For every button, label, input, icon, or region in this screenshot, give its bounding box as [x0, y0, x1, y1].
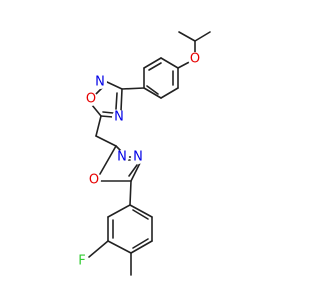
ether-oxygen: O [188, 52, 202, 67]
bond-layer [88, 31, 211, 276]
lower-oxadiazole-oxygen: O [87, 173, 101, 188]
phenyl-double-bond [146, 85, 159, 95]
lower-oxadiazole-nitrogen-4: N [131, 150, 145, 165]
lower-oxadiazole-bond [115, 145, 122, 152]
phenyl-double-bond [132, 238, 149, 249]
phenyl-bond [130, 240, 153, 254]
molecule-diagram: O N O N N N O F [75, 31, 211, 276]
oxadiazole-oxygen-label: O [86, 92, 96, 107]
ether-oxygen-label: O [190, 52, 200, 67]
oxadiazole-double-bond [102, 111, 114, 114]
oxadiazole-bond [100, 115, 114, 118]
fluorine: F [75, 254, 89, 269]
oxadiazole-nitrogen-4: N [112, 110, 126, 125]
oxadiazole-nitrogen-2-label: N [95, 75, 105, 90]
oxadiazole-bond [120, 88, 123, 112]
lower-oxadiazole-oxygen-label: O [89, 173, 99, 188]
lower-oxadiazole-bond [99, 145, 117, 175]
isopropyl-bond [194, 31, 211, 42]
methylene-bond [95, 115, 102, 137]
lower-oxadiazole-nitrogen-3: N [115, 150, 129, 165]
phenyl-bond [107, 240, 132, 254]
phenyl-bond [107, 204, 131, 218]
atom-label-layer: O N O N N N O F [75, 52, 202, 269]
lower-oxadiazole-nitrogen-3-label: N [117, 150, 127, 165]
lower-oxadiazole-bond [130, 162, 141, 182]
phenyl-oxadiazole-bond [121, 87, 145, 90]
oxadiazole-bond [106, 81, 123, 90]
phenyl-double-bond [132, 209, 149, 220]
fluoro-bond [88, 240, 109, 258]
oxadiazole-nitrogen-2: N [93, 75, 107, 90]
methylene-bond [95, 135, 117, 147]
phenyl-bond [143, 57, 162, 69]
phenyl-bond [160, 87, 179, 99]
oxadiazole-nitrogen-4-label: N [114, 110, 124, 125]
phenyl-bond [160, 57, 179, 69]
phenyl-bond [143, 87, 162, 99]
phenyl-bond [129, 204, 153, 218]
lower-oxadiazole-nitrogen-4-label: N [133, 150, 143, 165]
oxadiazole-phenyl-bond [129, 180, 132, 206]
oxadiazole-oxygen: O [84, 92, 98, 107]
isopropyl-bond [178, 31, 196, 42]
oxadiazole-double-bond [115, 92, 118, 110]
fluorine-label: F [78, 254, 85, 269]
phenyl-double-bond [148, 62, 162, 71]
oxadiazole-bond [91, 104, 102, 117]
lower-oxadiazole-double-bond [128, 164, 138, 177]
